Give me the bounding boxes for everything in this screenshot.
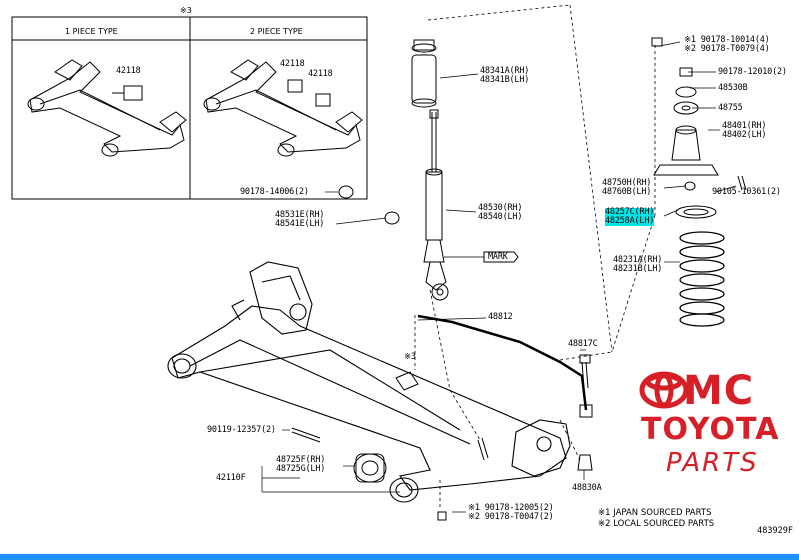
label-48231a: 48231A(RH) [613,255,663,265]
label-bolt-note-1: ※1 90178-12005(2) [468,503,554,513]
label-48812: 48812 [488,312,513,322]
bushing-48830 [577,454,593,471]
label-90178-14006: 90178-14006(2) [240,187,309,197]
label-48530b: 48530B [718,83,748,93]
rear-axle-beam [167,261,571,503]
bottom-bar [0,554,799,560]
stabilizer-bar [417,314,588,411]
bushing-48725 [353,453,387,483]
label-bolt-note-2: ※2 90178-T0047(2) [468,512,554,522]
label-48341b: 48341B(LH) [480,75,530,85]
label-48402: 48402(LH) [722,130,767,140]
label-48725g: 48725G(LH) [276,464,326,474]
label-48760b: 48760B(LH) [602,187,652,197]
label-top-nut-1: ※1 90178-10014(4) [684,35,770,45]
inset-right-part-1: 42118 [280,59,305,69]
bolt-48817 [581,361,589,389]
label-48231b: 48231B(LH) [613,264,663,274]
label-48257c-highlighted: 48257C(RH) [605,207,655,217]
bolt-90119 [291,427,321,443]
inset-right-part-2: 42118 [308,69,333,79]
footnote-local: ※2 LOCAL SOURCED PARTS [598,519,715,529]
drawing-code: 483929F [757,526,793,536]
inset-left-part: 42118 [116,66,141,76]
label-48830a: 48830A [572,483,602,493]
coil-spring-assembly [651,37,747,327]
inset-left-title: 1 PIECE TYPE [65,27,118,36]
mark-tag [483,251,519,263]
label-48401: 48401(RH) [722,121,767,131]
stabilizer-link [579,404,593,418]
inset-beam-1piece [27,59,187,157]
label-mark3-mid: ※3 [404,352,416,362]
label-48817c: 48817C [568,339,598,349]
label-90119-12357: 90119-12357(2) [207,425,276,435]
shock-absorber [423,109,449,301]
inset-right-title: 2 PIECE TYPE [250,27,303,36]
label-48258a-highlighted: 48258A(LH) [605,216,655,226]
label-48341a: 48341A(RH) [480,66,530,76]
label-mark: MARK [488,252,508,262]
brand-parts: PARTS [666,448,759,478]
bump-stopper [411,39,437,108]
toyota-emblem [639,371,689,409]
label-top-nut-2: ※2 90178-T0079(4) [684,44,770,54]
label-42110f: 42110F [216,473,246,483]
inset-beam-2piece [203,59,363,157]
label-48541e: 48541E(LH) [275,219,325,229]
label-90105-10361: 90105-10361(2) [712,187,781,197]
brand-toyota: TOYOTA [641,412,780,447]
label-48530: 48530(RH) [478,203,523,213]
bracket-42118 [395,371,419,391]
brand-mc: MC [683,368,755,414]
cushion-48531 [384,211,400,225]
inset-mark: ※3 [180,6,192,15]
label-48540: 48540(LH) [478,212,523,222]
nut-bottom [437,511,447,521]
footnote-japan: ※1 JAPAN SOURCED PARTS [598,508,712,518]
label-90178-12010: 90178-12010(2) [718,67,787,77]
label-48755: 48755 [718,103,743,113]
label-48750h: 48750H(RH) [602,178,652,188]
label-48725f: 48725F(RH) [276,455,326,465]
nut-90178-14006 [338,185,354,199]
label-48531e: 48531E(RH) [275,210,325,220]
